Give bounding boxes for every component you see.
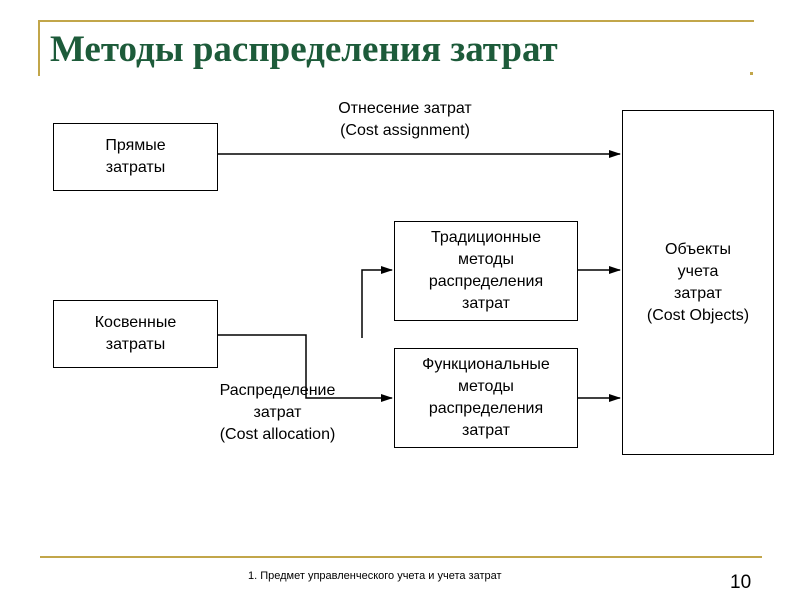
slide-title: Методы распределения затрат (50, 29, 558, 70)
box-traditional-methods: Традиционные методы распределения затрат (394, 221, 578, 321)
arrow-branch-to-traditional (361, 266, 393, 338)
box-cost-objects: Объекты учета затрат (Cost Objects) (622, 110, 774, 455)
box-functional-methods: Функциональные методы распределения затр… (394, 348, 578, 448)
box-cost-objects-label: Объекты учета затрат (Cost Objects) (646, 240, 750, 324)
footer-caption: 1. Предмет управленческого учета и учета… (248, 570, 502, 582)
box-indirect-costs-label: Косвенные затраты (94, 314, 177, 353)
box-indirect-costs: Косвенные затраты (53, 300, 218, 368)
title-frame-dot (750, 72, 753, 75)
label-cost-allocation: Распределение затрат (Cost allocation) (219, 382, 336, 443)
arrow-indirect-to-functional (218, 334, 393, 402)
box-functional-methods-label: Функциональные методы распределения затр… (422, 356, 550, 439)
page-number: 10 (730, 572, 752, 593)
box-direct-costs: Прямые затраты (53, 123, 218, 191)
box-traditional-methods-label: Традиционные методы распределения затрат (428, 229, 544, 312)
title-frame-top-line (38, 20, 754, 22)
label-cost-assignment: Отнесение затрат (Cost assignment) (338, 100, 472, 139)
box-direct-costs-label: Прямые затраты (105, 137, 166, 176)
footer-divider (40, 556, 762, 558)
title-frame-left-line (38, 20, 40, 76)
